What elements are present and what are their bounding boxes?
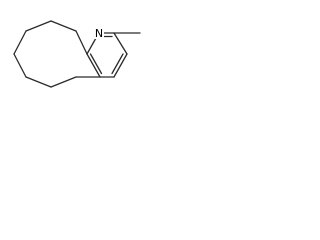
- bond: [111, 53, 124, 75]
- bond: [13, 53, 27, 78]
- cyclooctane-ring: [13, 20, 88, 88]
- bond: [113, 32, 128, 55]
- bond: [50, 20, 77, 32]
- bond: [13, 30, 27, 55]
- atom-label-n: N: [95, 27, 103, 40]
- bond: [89, 53, 103, 75]
- nitrogen-atom: N: [94, 27, 104, 40]
- bond: [75, 30, 88, 55]
- bond: [86, 53, 101, 78]
- chemical-structure: N: [13, 20, 141, 88]
- bond: [113, 53, 128, 78]
- bond: [86, 37, 97, 55]
- bond: [50, 76, 77, 88]
- pyridine-ring: [75, 32, 141, 78]
- bond: [25, 20, 52, 32]
- bond: [25, 76, 52, 88]
